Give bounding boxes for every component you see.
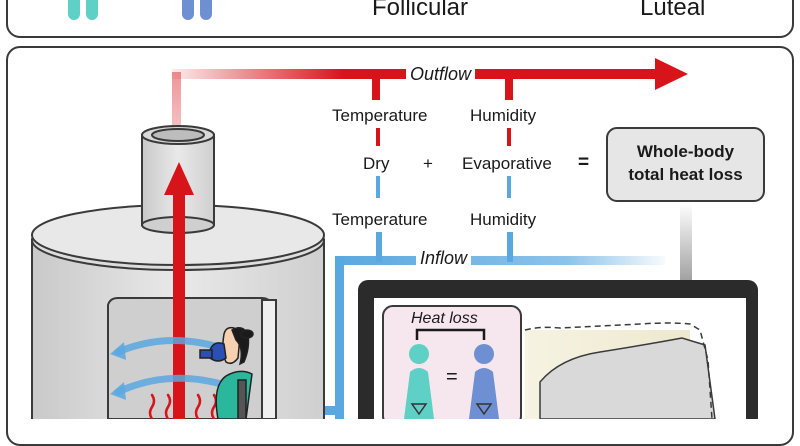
plus-sign: + <box>423 154 433 173</box>
follicular-label: Follicular <box>372 0 469 21</box>
teal-legend-marker <box>68 0 100 20</box>
participant-figure <box>199 326 254 419</box>
inset-equals-sign: = <box>446 366 458 388</box>
equals-sign: = <box>578 152 590 173</box>
evaporative-label: Evaporative <box>462 154 552 173</box>
result-box-shape <box>606 127 765 202</box>
result-box: Whole-body total heat loss <box>607 140 764 186</box>
outflow-label: Outflow <box>406 64 476 85</box>
dry-label: Dry <box>363 154 390 173</box>
result-line-2: total heat loss <box>628 165 743 184</box>
blue-person-icon <box>469 344 499 419</box>
result-line-1: Whole-body <box>636 142 735 161</box>
blue-legend-marker <box>182 0 214 20</box>
outflow-temperature-label: Temperature <box>332 106 428 125</box>
inflow-branch-connectors <box>376 176 513 262</box>
inset-title: Heat loss <box>411 310 478 327</box>
luteal-label: Luteal <box>640 0 706 21</box>
outflow-branch-connectors <box>372 74 513 146</box>
chamber-outflow-arrow <box>164 162 194 419</box>
inflow-humidity-label: Humidity <box>470 210 537 229</box>
inflow-label: Inflow <box>416 248 472 269</box>
chamber-airflow-heads <box>110 342 126 400</box>
phase-legend-panel <box>6 0 794 38</box>
outflow-humidity-label: Humidity <box>470 106 537 125</box>
teal-person-icon <box>404 344 434 419</box>
inflow-temperature-label: Temperature <box>332 210 428 229</box>
